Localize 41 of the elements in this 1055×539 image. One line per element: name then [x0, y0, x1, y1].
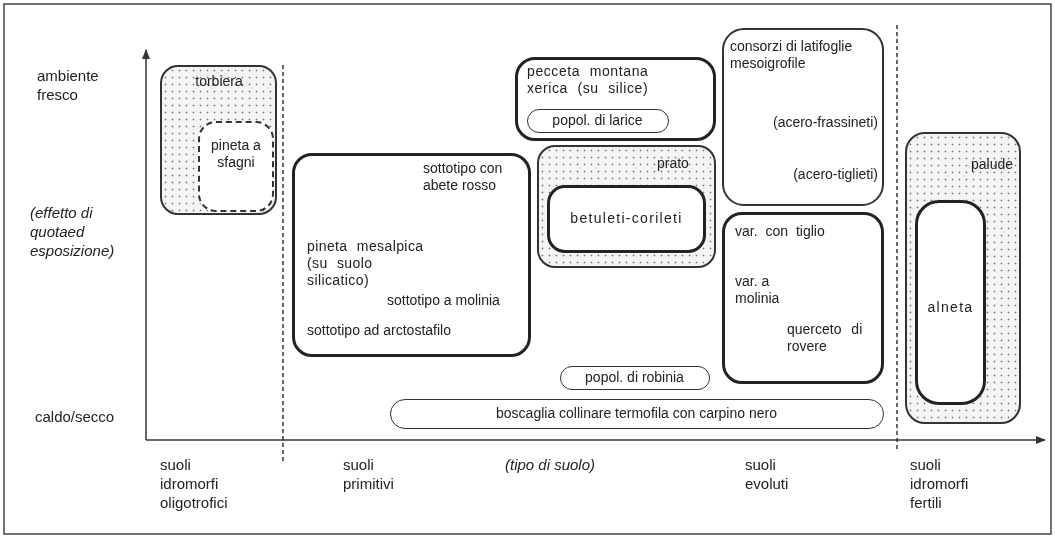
region-box	[292, 153, 531, 357]
region-label: sottotipo con abete rosso	[423, 160, 504, 194]
pill-box	[560, 366, 710, 390]
region-box	[515, 57, 716, 141]
region-label: consorzi di latifoglie mesoigrofile	[730, 38, 854, 72]
region-label: popol. di larice	[551, 112, 644, 129]
region-label: (acero-tiglieti)	[792, 166, 878, 183]
region-box	[722, 212, 884, 384]
region-box	[915, 200, 986, 405]
pill-box	[390, 399, 884, 429]
region-box	[198, 121, 274, 212]
axis-label: suoli evoluti	[745, 455, 790, 493]
region-box	[547, 185, 706, 253]
region-label: betuleti-corileti	[569, 210, 684, 227]
region-label: (acero-frassineti)	[771, 114, 878, 131]
axis-label: suoli primitivi	[343, 455, 395, 493]
region-box	[160, 65, 277, 215]
region-label: alneta	[926, 299, 975, 316]
region-box	[722, 28, 884, 206]
region-label: pineta mesalpica (su suolo silicatico)	[307, 238, 425, 289]
region-label: palude	[969, 156, 1013, 173]
region-label: prato	[657, 155, 690, 172]
axis-label: suoli idromorfi fertili	[910, 455, 970, 512]
region-label: pecceta montana xerica (su silice)	[527, 63, 650, 97]
region-label: sottotipo a molinia	[387, 292, 501, 309]
region-label: querceto di rovere	[787, 321, 864, 355]
region-label: var. a molinia	[735, 273, 781, 307]
axis-label: (tipo di suolo)	[505, 455, 597, 474]
region-label: pineta a sfagni	[210, 137, 262, 171]
axis-label: ambiente fresco	[37, 66, 100, 104]
region-label: boscaglia collinare termofila con carpino nero	[495, 405, 778, 422]
axis-label: (effetto di quotaed esposizione)	[30, 203, 116, 260]
region-label: popol. di robinia	[584, 369, 685, 386]
region-box	[905, 132, 1021, 424]
region-box	[537, 145, 716, 268]
region-label: torbiera	[194, 73, 244, 90]
axis-label: suoli idromorfi oligotrofici	[160, 455, 229, 512]
axis-label: caldo/secco	[35, 407, 116, 426]
region-label: sottotipo ad arctostafilo	[307, 322, 452, 339]
pill-box	[527, 109, 669, 133]
region-label: var. con tiglio	[735, 223, 826, 240]
